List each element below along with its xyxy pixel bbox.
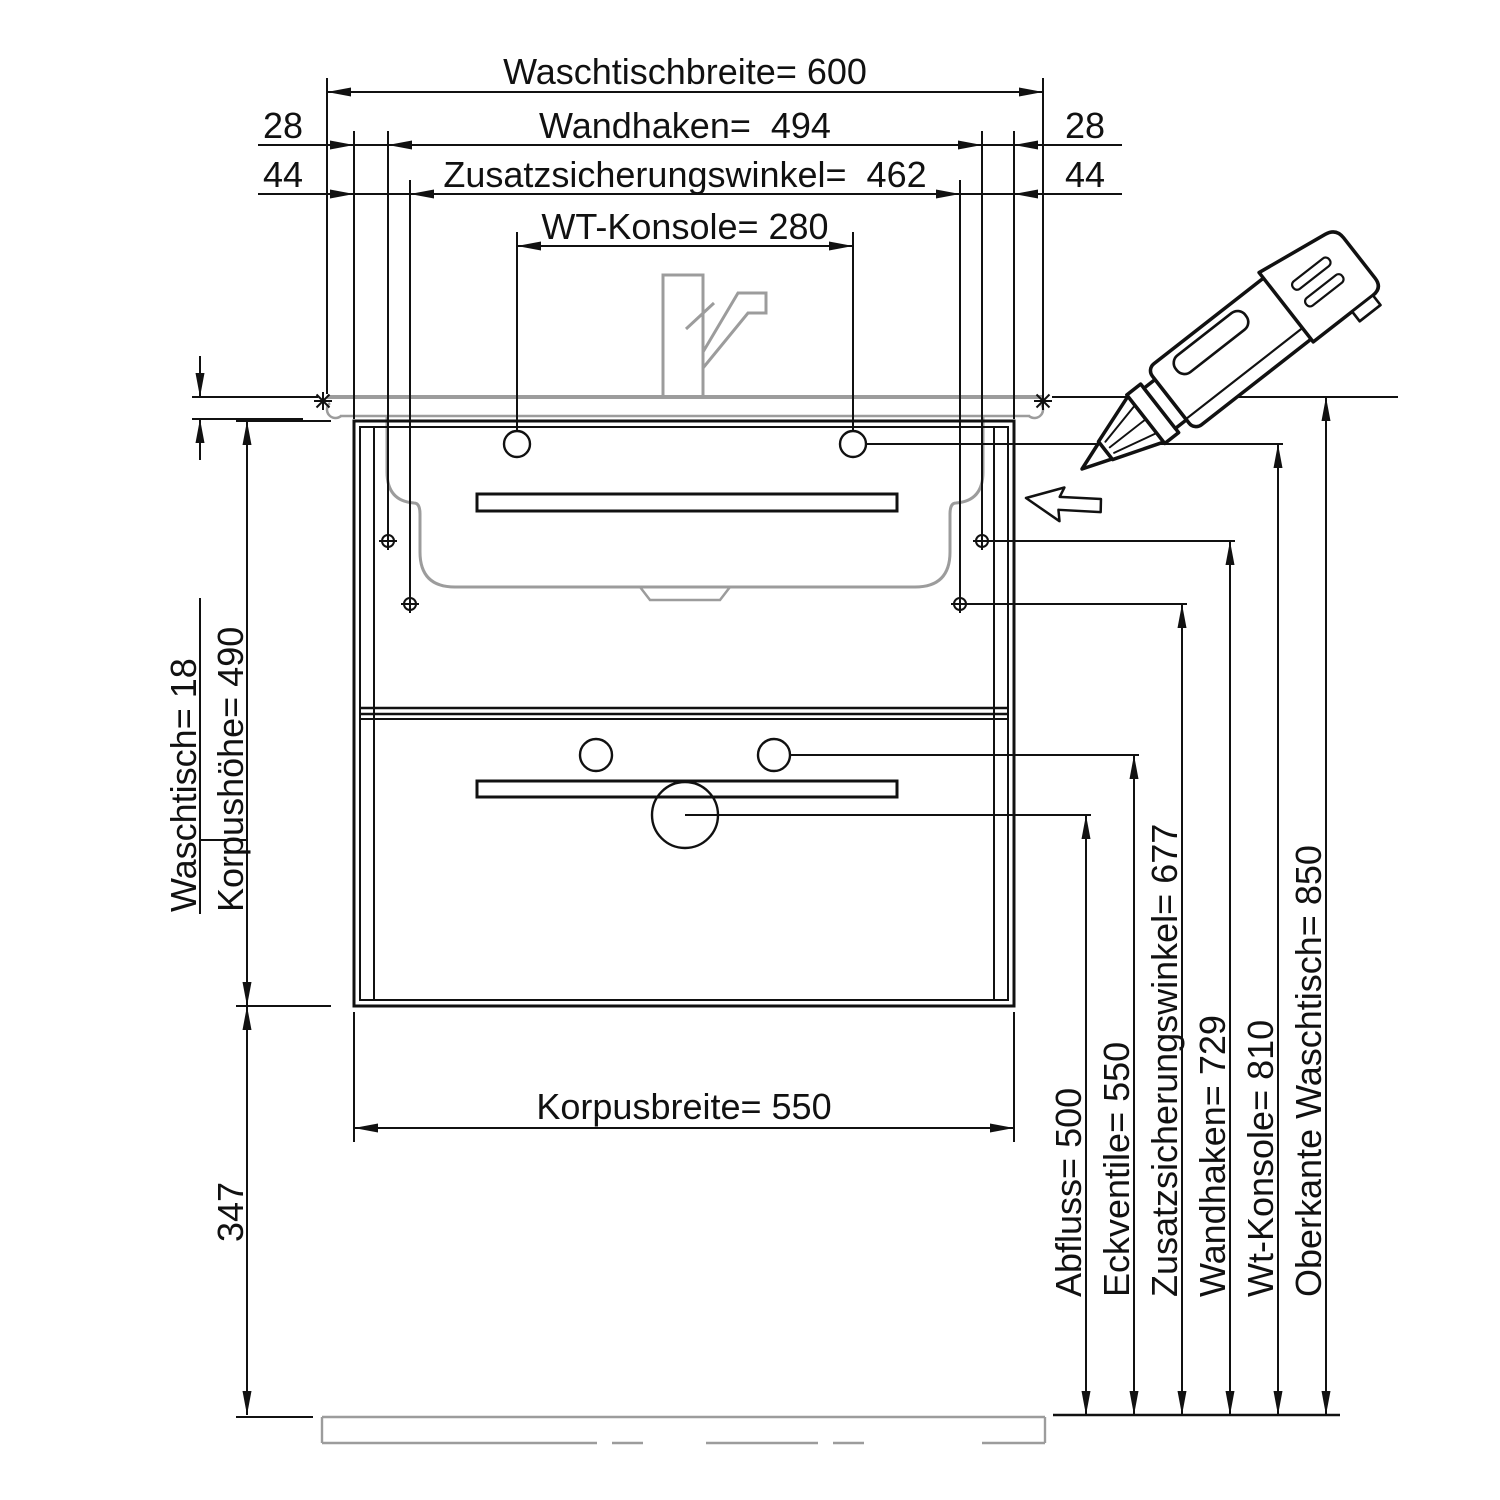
- seal-star-icon-left: [314, 392, 332, 410]
- label-wandhaken-top: Wandhaken= 494: [539, 105, 831, 146]
- console-mount-holes: [502, 429, 868, 459]
- label-offset-44-left: 44: [263, 154, 303, 195]
- top-dimension-lines: [258, 78, 1122, 596]
- screw-target-icon: [951, 595, 969, 613]
- drawer-handles: [475, 492, 899, 799]
- label-waschtisch: Waschtisch= 18: [163, 658, 204, 912]
- label-korpusbreite: Korpusbreite= 550: [536, 1086, 831, 1127]
- seal-star-icon-right: [1034, 392, 1052, 410]
- label-eckventile: Eckventile= 550: [1096, 1042, 1137, 1297]
- right-dimension-lines: [685, 396, 1398, 1417]
- label-wandhaken-right: Wandhaken= 729: [1192, 1015, 1233, 1297]
- faucet-icon: [661, 273, 768, 399]
- apply-direction-arrow-icon: [1024, 486, 1103, 523]
- left-dimension-lines: [192, 356, 331, 1418]
- label-offset-28-left: 28: [263, 105, 303, 146]
- screw-target-icon: [973, 532, 991, 550]
- label-347: 347: [210, 1182, 251, 1242]
- label-waschtischbreite: Waschtischbreite= 600: [503, 51, 867, 92]
- bottom-dimension-lines: [353, 1012, 1015, 1142]
- label-wt-konsole-top: WT-Konsole= 280: [541, 206, 828, 247]
- label-offset-44-right: 44: [1065, 154, 1105, 195]
- screw-target-icon: [379, 532, 397, 550]
- label-oberkante-waschtisch: Oberkante Waschtisch= 850: [1288, 845, 1329, 1297]
- label-abfluss: Abfluss= 500: [1048, 1088, 1089, 1297]
- floor-plinth: [320, 1415, 1047, 1445]
- cabinet-body: [352, 419, 1016, 1008]
- label-zusatzsicherungswinkel-top: Zusatzsicherungswinkel= 462: [443, 154, 926, 195]
- label-wt-konsole-right: Wt-Konsole= 810: [1240, 1020, 1281, 1297]
- valve-and-drain-holes: [578, 737, 792, 850]
- dimension-labels: Waschtischbreite= 600 28 Wandhaken= 494 …: [163, 51, 1329, 1297]
- screw-target-icon: [401, 595, 419, 613]
- label-zusatzsicherungswinkel-right: Zusatzsicherungswinkel= 677: [1144, 824, 1185, 1297]
- label-korpushoehe: Korpushöhe= 490: [210, 627, 251, 912]
- wall-hook-screws: [379, 532, 991, 613]
- silicone-gun-icon: [1080, 230, 1382, 471]
- label-offset-28-right: 28: [1065, 105, 1105, 146]
